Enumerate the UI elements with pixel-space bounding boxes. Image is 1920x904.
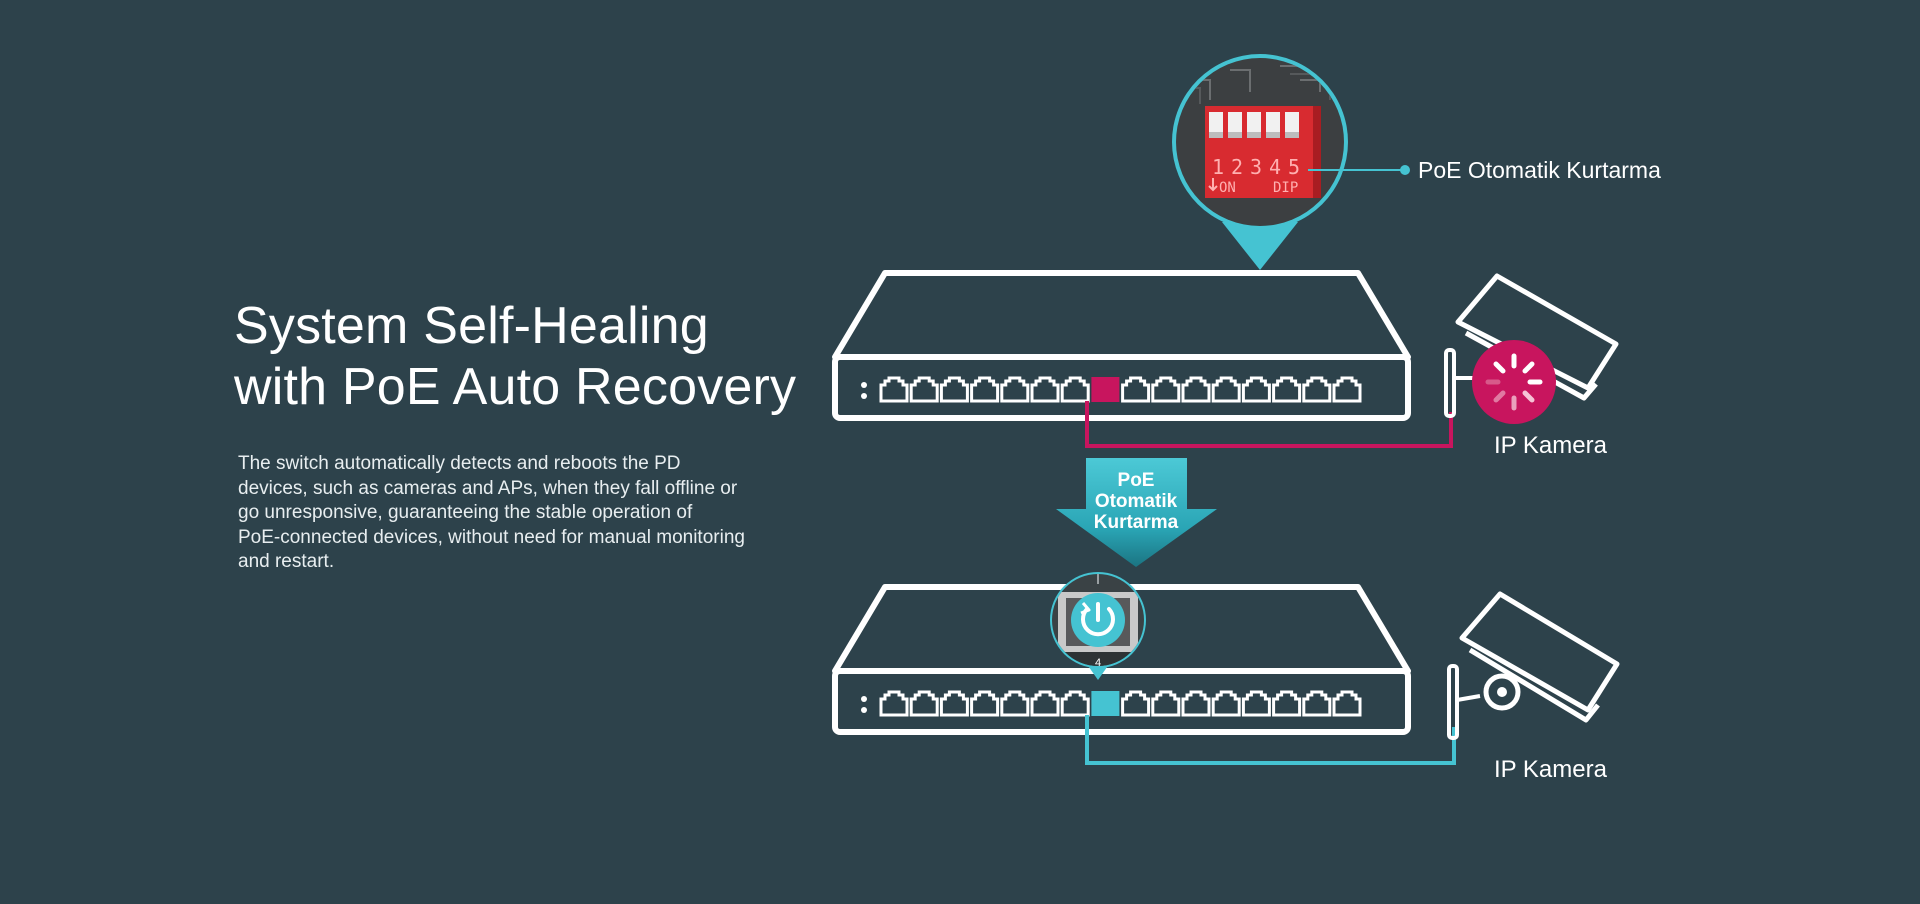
description-line-4: PoE-connected devices, without need for … <box>238 526 745 548</box>
bottom-switch-port <box>1181 690 1211 717</box>
top-switch-port <box>1030 376 1060 403</box>
top-link-line <box>1085 401 1453 448</box>
bottom-switch-port <box>939 690 969 717</box>
top-switch <box>832 270 1411 421</box>
arrow-label-line-2: Otomatik <box>1095 491 1178 512</box>
top-switch-port <box>970 376 1000 403</box>
bottom-switch-port <box>1060 690 1090 717</box>
dip-dip-label: DIP <box>1273 180 1298 196</box>
bottom-switch-port <box>1241 690 1271 717</box>
top-switch-port <box>909 376 939 403</box>
bottom-switch-ports <box>879 690 1362 717</box>
bottom-switch <box>832 584 1411 735</box>
dip-switch-callout: 1 2 3 4 5 ON DIP PoE Otomatik Kurtarma <box>1172 54 1661 270</box>
top-switch-body <box>832 270 1411 360</box>
dip-number-4: 4 <box>1269 155 1281 179</box>
bottom-switch-active-port <box>1091 691 1120 716</box>
top-switch-port <box>1332 376 1362 403</box>
dip-levers <box>1209 112 1299 138</box>
top-switch-port <box>1060 376 1090 403</box>
top-switch-port <box>1302 376 1332 403</box>
page-title-line-1: System Self-Healing <box>234 297 709 355</box>
top-switch-port <box>879 376 909 403</box>
bottom-switch-port <box>1151 690 1181 717</box>
dip-on-label: ON <box>1219 180 1236 196</box>
arrow-label-line-3: Kurtarma <box>1094 512 1179 533</box>
bottom-camera-label: IP Kamera <box>1494 756 1608 783</box>
description-text: The switch automatically detects and reb… <box>238 452 783 575</box>
callout-label: PoE Otomatik Kurtarma <box>1418 157 1661 183</box>
loading-spinner-icon <box>1472 340 1556 424</box>
port-zoom-callout: 4 <box>1050 572 1146 680</box>
bottom-switch-port <box>970 690 1000 717</box>
on-arrow-icon <box>1208 178 1218 192</box>
page-title: System Self-Healing with PoE Auto Recove… <box>234 296 797 418</box>
top-switch-port <box>1181 376 1211 403</box>
description-line-2: devices, such as cameras and APs, when t… <box>238 477 738 499</box>
bottom-link-line <box>1085 715 1456 765</box>
top-switch-port <box>1151 376 1181 403</box>
bottom-switch-port <box>1211 690 1241 717</box>
callout-pointer <box>1222 222 1298 270</box>
bottom-switch-front-panel <box>832 668 1411 735</box>
top-ip-camera: IP Kamera <box>1444 273 1619 459</box>
description-line-3: go unresponsive, guaranteeing the stable… <box>238 502 693 523</box>
top-switch-port <box>1241 376 1271 403</box>
callout-leader-dot <box>1400 165 1410 175</box>
bottom-ip-camera: IP Kamera <box>1447 591 1620 783</box>
dip-number-5: 5 <box>1288 155 1300 179</box>
top-camera-label: IP Kamera <box>1494 432 1608 459</box>
arrow-label-line-1: PoE <box>1118 470 1155 491</box>
top-switch-port <box>1000 376 1030 403</box>
top-switch-front-panel <box>832 354 1411 421</box>
bottom-camera-housing <box>1459 591 1620 713</box>
port-number-label: 4 <box>1095 657 1101 669</box>
bottom-switch-port <box>1000 690 1030 717</box>
top-switch-active-port <box>1091 377 1120 402</box>
top-switch-port <box>1121 376 1151 403</box>
bottom-switch-port <box>1332 690 1362 717</box>
bottom-switch-port <box>879 690 909 717</box>
dip-number-2: 2 <box>1231 155 1243 179</box>
description-line-1: The switch automatically detects and reb… <box>238 453 681 474</box>
recovery-arrow-shape <box>1056 458 1217 567</box>
dip-number-1: 1 <box>1212 155 1224 179</box>
top-switch-port <box>1272 376 1302 403</box>
spinner-ticks <box>1485 353 1543 411</box>
bottom-switch-port <box>909 690 939 717</box>
bottom-switch-port <box>1121 690 1151 717</box>
recovery-arrow: PoE Otomatik Kurtarma <box>1056 458 1217 567</box>
top-switch-port <box>1211 376 1241 403</box>
bottom-switch-port <box>1030 690 1060 717</box>
top-switch-port <box>939 376 969 403</box>
dip-number-3: 3 <box>1250 155 1262 179</box>
top-switch-ports <box>879 376 1362 403</box>
page-title-line-2: with PoE Auto Recovery <box>234 358 797 416</box>
bottom-switch-port <box>1302 690 1332 717</box>
bottom-switch-port <box>1272 690 1302 717</box>
description-line-5: and restart. <box>238 551 335 572</box>
